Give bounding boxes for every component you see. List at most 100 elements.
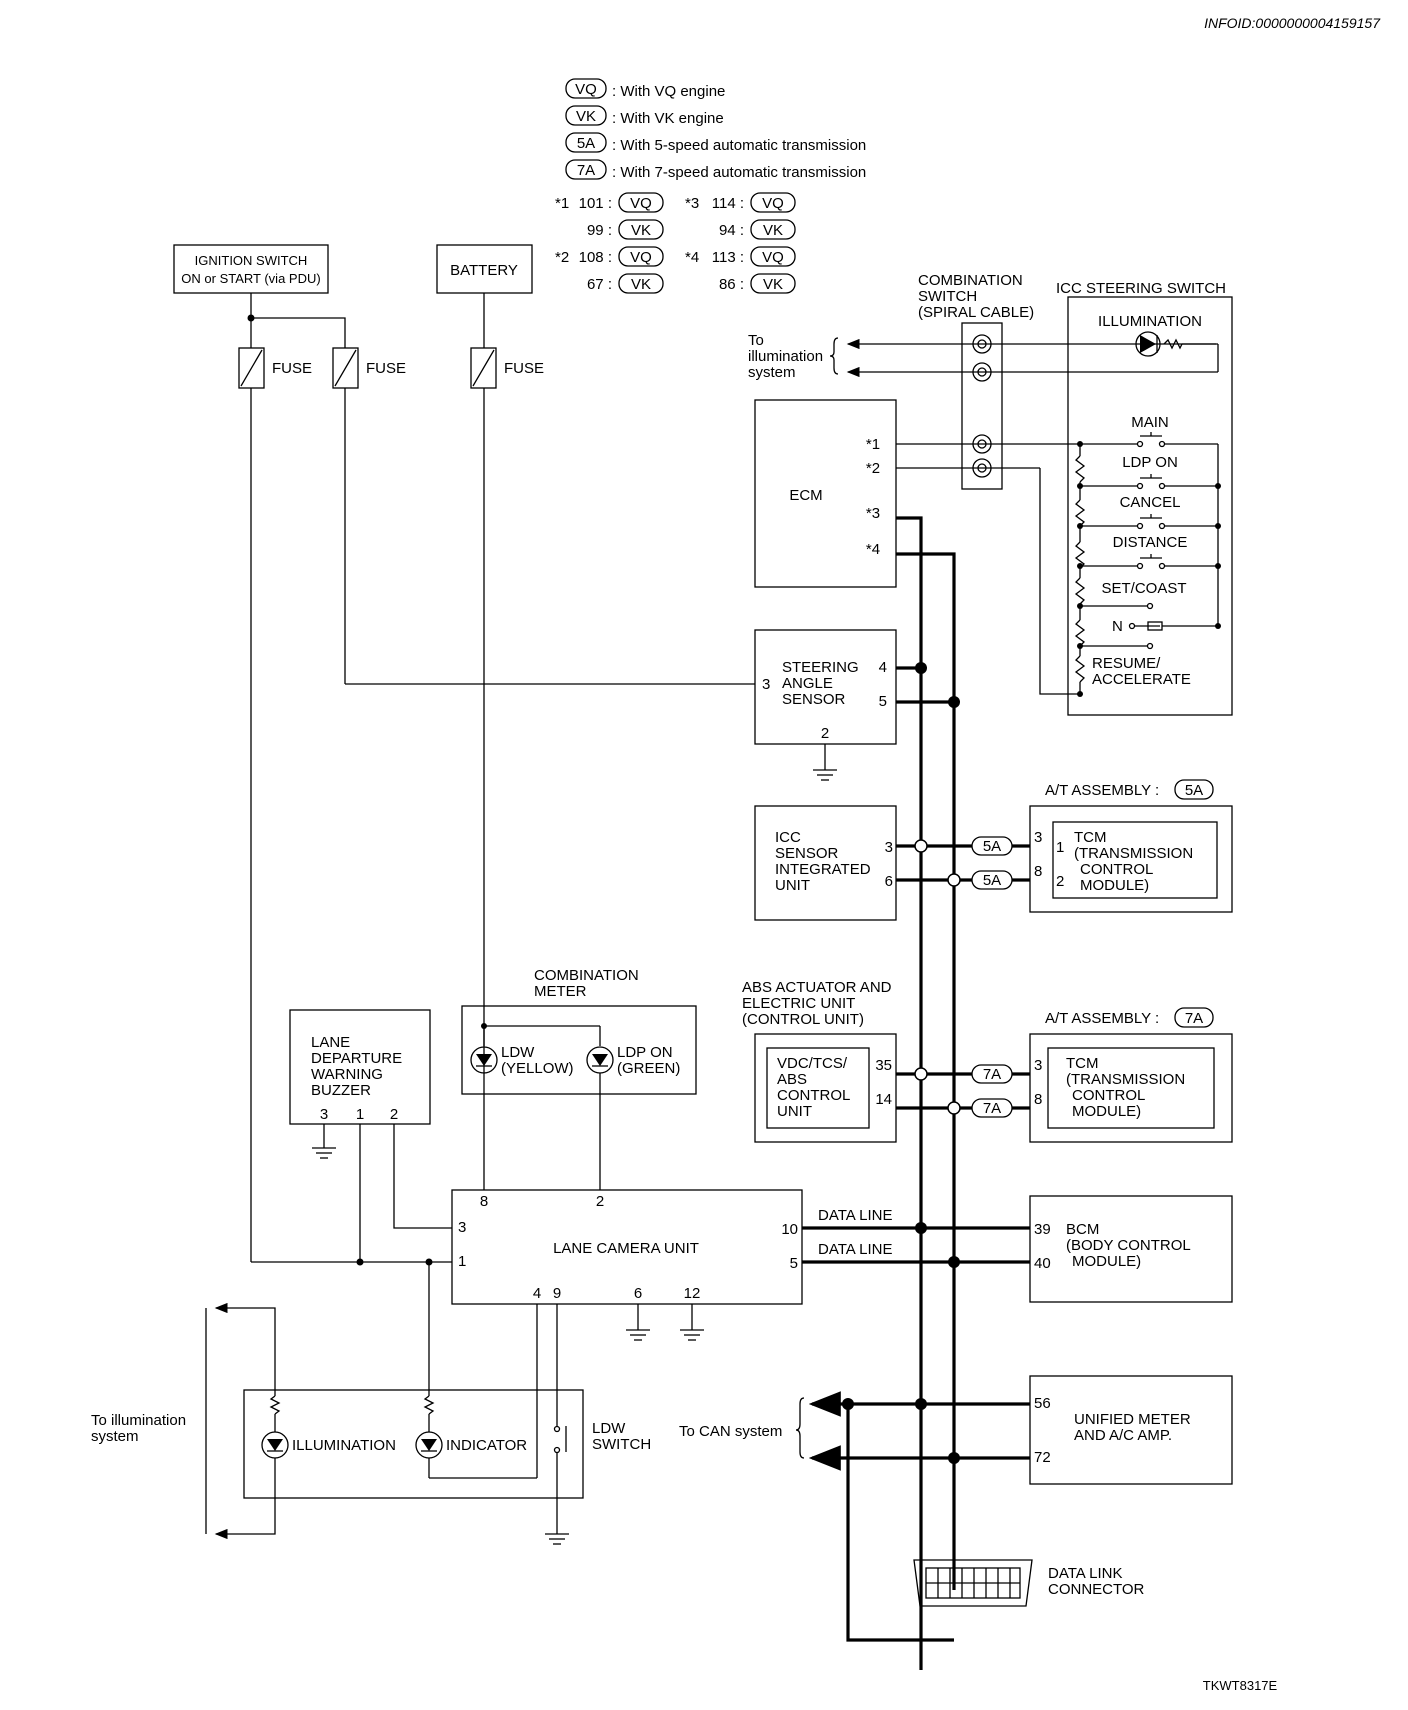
svg-text:ANGLE: ANGLE bbox=[782, 675, 833, 692]
svg-text:SET/COAST: SET/COAST bbox=[1101, 580, 1186, 597]
svg-text:COMBINATION: COMBINATION bbox=[534, 967, 639, 984]
svg-text:TCM: TCM bbox=[1066, 1055, 1099, 1072]
svg-text:1: 1 bbox=[1056, 839, 1064, 856]
data-line-label: DATA LINE bbox=[818, 1241, 892, 1258]
svg-text:ECM: ECM bbox=[789, 487, 822, 504]
svg-text:DEPARTURE: DEPARTURE bbox=[311, 1050, 402, 1067]
svg-text:VK: VK bbox=[763, 276, 783, 293]
svg-text:FUSE: FUSE bbox=[504, 360, 544, 377]
svg-text:8: 8 bbox=[1034, 1091, 1042, 1108]
svg-text:VDC/TCS/: VDC/TCS/ bbox=[777, 1055, 848, 1072]
svg-text:CONNECTOR: CONNECTOR bbox=[1048, 1581, 1145, 1598]
svg-text:IGNITION SWITCH: IGNITION SWITCH bbox=[195, 253, 308, 268]
battery: BATTERY bbox=[436, 244, 533, 294]
combination-meter: COMBINATION METER LDW (YELLOW) LDP ON (G… bbox=[461, 967, 697, 1095]
svg-text:CONTROL: CONTROL bbox=[777, 1087, 850, 1104]
svg-text:*1: *1 bbox=[555, 195, 569, 212]
svg-text:*3: *3 bbox=[685, 195, 699, 212]
svg-text:VK: VK bbox=[631, 222, 651, 239]
data-link-connector: DATA LINK CONNECTOR bbox=[913, 1559, 1145, 1607]
svg-text:UNIT: UNIT bbox=[775, 877, 810, 894]
svg-text:10: 10 bbox=[781, 1221, 798, 1238]
svg-text:system: system bbox=[91, 1428, 139, 1445]
svg-text:RESUME/: RESUME/ bbox=[1092, 655, 1161, 672]
svg-text:VK: VK bbox=[576, 108, 596, 125]
svg-text:A/T ASSEMBLY :: A/T ASSEMBLY : bbox=[1045, 1010, 1159, 1027]
svg-text:5A: 5A bbox=[983, 838, 1001, 855]
svg-text:101 :: 101 : bbox=[579, 195, 612, 212]
svg-text:MODULE): MODULE) bbox=[1080, 877, 1149, 894]
icc-steering-switch: ICC STEERING SWITCH ILLUMINATION MAIN L bbox=[1056, 280, 1233, 716]
svg-text:COMBINATION: COMBINATION bbox=[918, 272, 1023, 289]
svg-text:LANE CAMERA UNIT: LANE CAMERA UNIT bbox=[553, 1240, 699, 1257]
svg-text:DISTANCE: DISTANCE bbox=[1113, 534, 1188, 551]
svg-text:39: 39 bbox=[1034, 1221, 1051, 1238]
svg-text:4: 4 bbox=[533, 1285, 541, 1302]
svg-text:LANE: LANE bbox=[311, 1034, 350, 1051]
svg-text:MODULE): MODULE) bbox=[1072, 1253, 1141, 1270]
ground bbox=[626, 1304, 650, 1341]
ignition-switch: IGNITION SWITCH ON or START (via PDU) bbox=[173, 244, 329, 294]
svg-text:3: 3 bbox=[762, 676, 770, 693]
svg-text:VQ: VQ bbox=[762, 195, 784, 212]
ldw-switch-assembly: ILLUMINATION INDICATOR LDW SWITCH bbox=[243, 1262, 651, 1534]
fuse-2: FUSE bbox=[332, 347, 406, 389]
svg-text:FUSE: FUSE bbox=[272, 360, 312, 377]
svg-text:A/T ASSEMBLY :: A/T ASSEMBLY : bbox=[1045, 782, 1159, 799]
fuse-1: FUSE bbox=[238, 347, 312, 389]
svg-text:7A: 7A bbox=[1185, 1010, 1203, 1027]
lane-camera-unit: LANE CAMERA UNIT 8 2 3 1 10 5 4 9 6 12 bbox=[451, 1189, 803, 1305]
svg-text:1: 1 bbox=[356, 1106, 364, 1123]
svg-text:2: 2 bbox=[390, 1106, 398, 1123]
svg-text:TCM: TCM bbox=[1074, 829, 1107, 846]
svg-text:5: 5 bbox=[790, 1255, 798, 1272]
svg-text:SENSOR: SENSOR bbox=[775, 845, 839, 862]
svg-text:ON or START (via PDU): ON or START (via PDU) bbox=[181, 271, 320, 286]
data-line-label: DATA LINE bbox=[818, 1207, 892, 1224]
info-id: INFOID:0000000004159157 bbox=[1204, 15, 1381, 31]
svg-text:12: 12 bbox=[684, 1285, 701, 1302]
svg-text:VQ: VQ bbox=[630, 195, 652, 212]
svg-text:72: 72 bbox=[1034, 1449, 1051, 1466]
svg-text:SWITCH: SWITCH bbox=[918, 288, 977, 305]
at-assembly-7a: A/T ASSEMBLY : 7A TCM (TRANSMISSION CONT… bbox=[1029, 1007, 1233, 1143]
svg-text:CONTROL: CONTROL bbox=[1080, 861, 1153, 878]
steering-angle-sensor: STEERING ANGLE SENSOR 3 4 5 2 bbox=[754, 629, 897, 745]
svg-text:VK: VK bbox=[763, 222, 783, 239]
ground bbox=[813, 744, 837, 781]
svg-text:*2: *2 bbox=[866, 460, 880, 477]
svg-text:MODULE): MODULE) bbox=[1072, 1103, 1141, 1120]
svg-text:7A: 7A bbox=[983, 1066, 1001, 1083]
svg-text:INDICATOR: INDICATOR bbox=[446, 1437, 527, 1454]
svg-text:: With VK engine: : With VK engine bbox=[612, 110, 724, 127]
svg-text:UNIFIED METER: UNIFIED METER bbox=[1074, 1411, 1191, 1428]
svg-text:5: 5 bbox=[879, 693, 887, 710]
svg-text:(YELLOW): (YELLOW) bbox=[501, 1060, 574, 1077]
svg-text:5A: 5A bbox=[983, 872, 1001, 889]
svg-text:ILLUMINATION: ILLUMINATION bbox=[1098, 313, 1202, 330]
svg-text:*1: *1 bbox=[866, 436, 880, 453]
to-illumination-top: To illumination system bbox=[748, 332, 839, 381]
svg-text:MAIN: MAIN bbox=[1131, 414, 1169, 431]
svg-text:: With 5-speed automatic trans: : With 5-speed automatic transmission bbox=[612, 137, 866, 154]
svg-text:SENSOR: SENSOR bbox=[782, 691, 846, 708]
fuse-3: FUSE bbox=[470, 347, 544, 389]
svg-text:9: 9 bbox=[553, 1285, 561, 1302]
svg-text:94 :: 94 : bbox=[719, 222, 744, 239]
svg-text:1: 1 bbox=[458, 1253, 466, 1270]
svg-text:2: 2 bbox=[821, 725, 829, 742]
svg-text:VQ: VQ bbox=[575, 81, 597, 98]
svg-text:2: 2 bbox=[1056, 873, 1064, 890]
at-assembly-5a: A/T ASSEMBLY : 5A TCM (TRANSMISSION CONT… bbox=[1029, 779, 1233, 913]
svg-text:AND A/C AMP.: AND A/C AMP. bbox=[1074, 1427, 1172, 1444]
bcm: BCM (BODY CONTROL MODULE) 39 40 bbox=[1029, 1195, 1233, 1303]
svg-text:METER: METER bbox=[534, 983, 587, 1000]
svg-text:113 :: 113 : bbox=[712, 249, 744, 266]
svg-text:5A: 5A bbox=[577, 135, 595, 152]
svg-text:86 :: 86 : bbox=[719, 276, 744, 293]
svg-text:*3: *3 bbox=[866, 505, 880, 522]
svg-text:*2: *2 bbox=[555, 249, 569, 266]
svg-text:(TRANSMISSION: (TRANSMISSION bbox=[1066, 1071, 1185, 1088]
svg-text:LDP ON: LDP ON bbox=[1122, 454, 1178, 471]
